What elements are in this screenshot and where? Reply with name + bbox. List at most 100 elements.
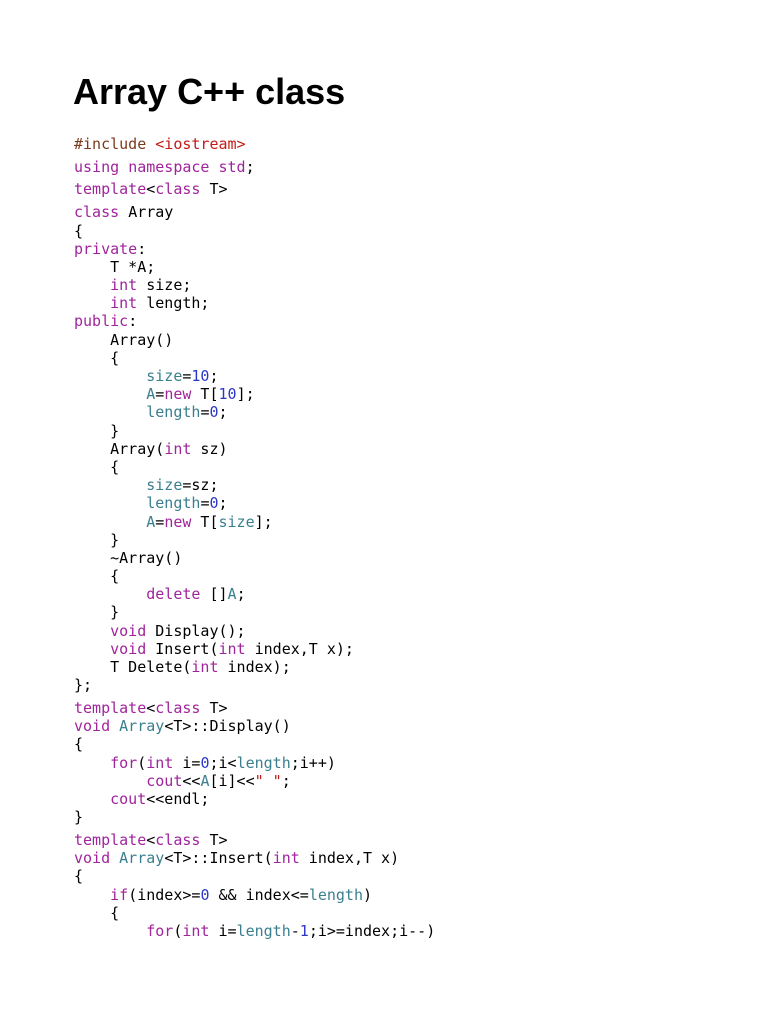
code-token: for	[146, 922, 174, 940]
code-indent	[74, 790, 110, 808]
code-token: int	[191, 658, 219, 676]
code-token: index);	[218, 658, 291, 676]
code-line: {	[74, 349, 435, 367]
code-token: T>	[200, 831, 228, 850]
code-token: i=	[209, 922, 237, 940]
code-token: =	[155, 385, 165, 404]
code-token: <<	[182, 771, 201, 790]
code-token: int	[182, 922, 210, 940]
code-token: length;	[137, 294, 210, 313]
code-indent	[74, 585, 146, 603]
code-line: for(int i=0;i<length;i++)	[74, 754, 435, 772]
code-indent	[74, 772, 146, 790]
code-token: -	[290, 922, 300, 940]
code-token: {	[74, 735, 84, 754]
code-token: A	[146, 385, 156, 404]
code-token: ;i>=index;i--)	[308, 922, 436, 940]
code-line: if(index>=0 && index<=length)	[74, 886, 435, 904]
code-token: size;	[137, 276, 192, 295]
code-token: i=	[173, 753, 201, 772]
code-token: int	[110, 276, 138, 295]
code-token: <	[146, 180, 156, 199]
code-token: 10	[191, 367, 210, 385]
code-token: Insert(	[146, 639, 219, 658]
code-token: (	[173, 922, 183, 940]
code-token: A	[200, 771, 210, 790]
code-token: <	[146, 699, 156, 718]
code-line: size=10;	[74, 367, 435, 385]
code-indent	[74, 349, 110, 367]
code-token	[110, 717, 119, 735]
code-line: {	[74, 867, 435, 885]
code-indent	[74, 886, 110, 904]
code-token: size	[218, 512, 255, 531]
code-line: using namespace std;	[74, 158, 435, 176]
code-line: length=0;	[74, 403, 435, 421]
code-line: public:	[74, 312, 435, 330]
code-token: =	[182, 367, 192, 385]
code-token	[110, 849, 119, 867]
code-token: <T>::Display()	[164, 717, 291, 736]
code-indent	[74, 622, 110, 640]
code-indent	[74, 549, 110, 567]
code-line: Array()	[74, 331, 435, 349]
code-token: sz)	[191, 439, 228, 458]
code-indent	[74, 494, 146, 512]
code-token: int	[218, 639, 246, 658]
code-line: for(int i=length-1;i>=index;i--)	[74, 922, 435, 940]
code-indent	[74, 658, 110, 676]
code-token: {	[110, 903, 120, 922]
code-indent	[74, 476, 146, 494]
code-token: size	[146, 367, 183, 385]
code-token: template	[74, 831, 147, 850]
code-token: []	[200, 585, 228, 604]
code-token: }	[74, 808, 84, 827]
code-token: length	[146, 403, 201, 422]
code-indent	[74, 603, 110, 621]
code-token: void	[110, 639, 147, 658]
code-token: index,T x)	[299, 849, 400, 868]
code-indent	[74, 904, 110, 922]
code-token: Display();	[146, 621, 246, 640]
code-indent	[74, 367, 146, 385]
code-token: ];	[254, 512, 273, 531]
code-token: ;	[209, 367, 219, 385]
code-line: cout<<endl;	[74, 790, 435, 808]
code-token: (index>=	[128, 885, 201, 904]
code-token: cout	[146, 771, 183, 790]
code-token: (	[137, 753, 147, 772]
code-token: using	[74, 157, 129, 176]
code-token: }	[110, 530, 120, 549]
code-indent	[74, 458, 110, 476]
code-token: new	[164, 385, 192, 404]
code-token: 0	[200, 885, 210, 904]
code-indent	[74, 531, 110, 549]
code-line: template<class T>	[74, 831, 435, 849]
code-token: void	[74, 849, 111, 868]
code-line: {	[74, 222, 435, 240]
code-token: {	[110, 348, 120, 367]
code-line: A=new T[size];	[74, 513, 435, 531]
code-line: void Array<T>::Insert(int index,T x)	[74, 849, 435, 867]
code-token: std	[218, 157, 246, 176]
code-line: A=new T[10];	[74, 385, 435, 403]
code-indent	[74, 567, 110, 585]
code-indent	[74, 922, 146, 940]
code-line: }	[74, 603, 435, 621]
code-token: class	[155, 180, 201, 199]
code-token: class	[155, 699, 201, 718]
code-token: #include	[74, 134, 156, 153]
code-token: ;	[236, 585, 246, 604]
code-line: length=0;	[74, 494, 435, 512]
code-line: {	[74, 904, 435, 922]
code-line: void Array<T>::Display()	[74, 717, 435, 735]
code-token: T>	[200, 699, 228, 718]
code-token: }	[110, 603, 120, 622]
code-token: 0	[209, 494, 219, 513]
code-token: T[	[191, 385, 219, 404]
code-line: T *A;	[74, 258, 435, 276]
code-line: }	[74, 531, 435, 549]
code-indent	[74, 258, 110, 276]
code-token: :	[128, 312, 138, 331]
code-token: for	[110, 753, 138, 772]
